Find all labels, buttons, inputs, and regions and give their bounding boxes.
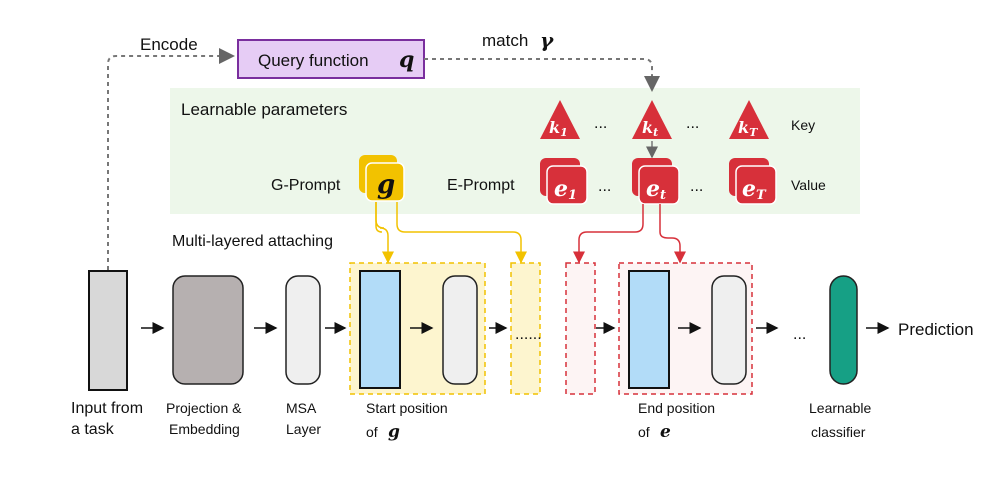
classifier-label-line-1: Learnable <box>809 400 871 416</box>
svg-text:kt: kt <box>642 118 658 139</box>
match-symbol: γ <box>540 28 554 52</box>
end-blue-block <box>628 270 670 389</box>
value-label: Value <box>791 177 826 193</box>
key-dots-2: ... <box>686 115 699 132</box>
eprompt-attach-line-2 <box>659 204 686 264</box>
gprompt-attach-line-1 <box>375 202 394 264</box>
value-1: e1 <box>540 158 588 205</box>
svg-text:eT: eT <box>742 176 767 203</box>
start-blue-block <box>359 270 401 389</box>
eprompt-slot-region <box>565 262 596 395</box>
input-block <box>88 270 128 391</box>
gprompt-stack: g <box>359 155 405 202</box>
key-t: kt <box>632 100 672 139</box>
value-T: eT <box>729 158 777 205</box>
end-label-line-1: End position <box>638 400 715 416</box>
key-dots-1: ... <box>594 115 607 132</box>
match-path <box>424 58 660 92</box>
match-label: match <box>482 31 528 50</box>
msa-label-line-1: MSA <box>286 400 317 416</box>
gprompt-slot-region <box>510 262 541 395</box>
gprompt-attach-line-2 <box>396 202 527 264</box>
svg-text:et: et <box>646 176 666 203</box>
value-t: et <box>632 158 680 205</box>
svg-text:k1: k1 <box>549 118 568 139</box>
start-msa-block <box>442 275 478 385</box>
start-label-symbol: g <box>388 422 400 442</box>
query-function-box <box>237 39 425 79</box>
gprompt-label: G-Prompt <box>271 177 341 194</box>
eprompt-attach-line-1 <box>573 204 644 264</box>
end-label-line-2: of <box>638 424 650 440</box>
value-dots-2: ... <box>690 178 703 195</box>
query-function-label: Query function <box>258 51 369 70</box>
svg-text:g: g <box>377 170 395 200</box>
key-label: Key <box>791 117 815 133</box>
proj-label-line-2: Embedding <box>169 421 240 437</box>
input-label-line-2: a task <box>71 421 115 438</box>
key-T: kT <box>729 100 769 139</box>
svg-text:kT: kT <box>738 118 758 139</box>
key-1: k1 <box>540 100 580 139</box>
end-label-symbol: e <box>660 422 671 442</box>
msa-label-line-2: Layer <box>286 421 321 437</box>
input-label-line-1: Input from <box>71 400 143 417</box>
classifier-label-line-2: classifier <box>811 424 866 440</box>
end-msa-block <box>711 275 747 385</box>
encode-path <box>107 48 235 270</box>
end-dots: ... <box>793 326 806 343</box>
multi-layered-attaching-label: Multi-layered attaching <box>172 233 333 250</box>
svg-text:e1: e1 <box>554 176 577 203</box>
learnable-classifier-block <box>829 275 858 385</box>
prediction-label: Prediction <box>898 320 974 339</box>
middle-dots: ...... <box>515 326 542 343</box>
proj-label-line-1: Projection & <box>166 400 242 416</box>
eprompt-label: E-Prompt <box>447 177 515 194</box>
msa-layer-block <box>285 275 321 385</box>
value-dots-1: ... <box>598 178 611 195</box>
projection-embedding-block <box>172 275 244 385</box>
encode-label: Encode <box>140 35 198 54</box>
query-symbol: q <box>399 47 414 73</box>
learnable-parameters-title: Learnable parameters <box>181 100 347 119</box>
start-label-line-1: Start position <box>366 400 448 416</box>
start-label-line-2: of <box>366 424 378 440</box>
gprompt-attach-start <box>375 202 383 233</box>
